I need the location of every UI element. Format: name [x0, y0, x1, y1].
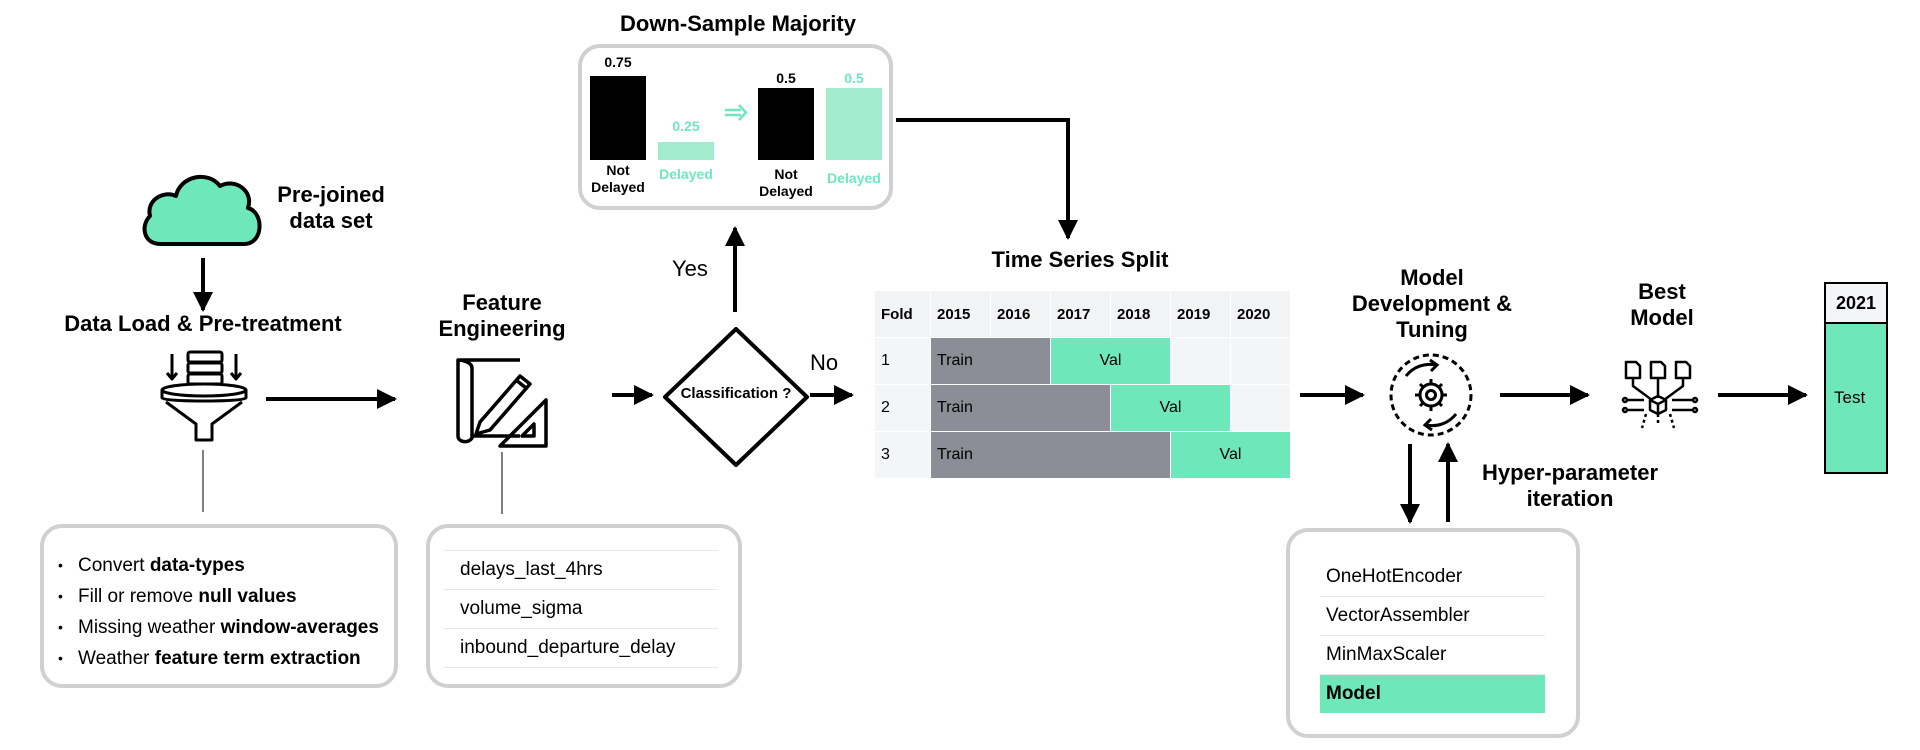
bar-value: 0.25 [672, 118, 700, 134]
load-step: Fill or remove null values [54, 581, 379, 612]
table-header-cell: 2019 [1170, 290, 1231, 338]
timeseries-title: Time Series Split [991, 247, 1169, 272]
bar-label: Delayed [827, 170, 881, 186]
decision-diamond [663, 327, 809, 467]
feature-item: volume_sigma [444, 589, 718, 628]
bar-label: Delayed [659, 166, 713, 182]
bar-value: 0.5 [776, 70, 796, 86]
network-model-icon [1621, 360, 1699, 429]
downsample-bars [590, 76, 882, 160]
best-model-title: Best Model [1630, 279, 1694, 330]
empty-cell [1170, 337, 1231, 385]
table-header-cell: 2017 [1050, 290, 1111, 338]
table-row: 2 Train Val [874, 384, 1291, 432]
load-step: Weather feature term extraction [54, 643, 379, 674]
table-header-cell: 2015 [930, 290, 991, 338]
bar-before-not-delayed [590, 76, 646, 160]
val-segment: Val [1170, 431, 1291, 479]
gear-cycle-icon [1389, 353, 1473, 437]
fold-number: 1 [874, 337, 931, 385]
blueprint-pencil-icon [456, 358, 548, 448]
feature-title: Feature Engineering [438, 290, 566, 341]
table-header-cell: 2016 [990, 290, 1051, 338]
timeseries-table: Fold 2015 2016 2017 2018 2019 2020 1 Tra… [874, 290, 1291, 479]
load-step: Missing weather window-averages [54, 612, 379, 643]
pipeline-stage: VectorAssembler [1320, 596, 1545, 635]
pipeline-stage-model: Model [1320, 674, 1545, 713]
decision-label: Classification ? [680, 385, 792, 402]
pipeline-stage: OneHotEncoder [1326, 566, 1463, 587]
fold-number: 3 [874, 431, 931, 479]
arrow-downsample-to-split [896, 118, 1078, 240]
funnel-database-icon [160, 350, 248, 442]
bar-after-delayed [826, 88, 882, 160]
bar-after-not-delayed [758, 88, 814, 160]
decision-no-label: No [810, 350, 839, 375]
empty-cell [1230, 337, 1291, 385]
test-year: 2021 [1826, 284, 1886, 324]
table-header-row: Fold 2015 2016 2017 2018 2019 2020 [874, 290, 1291, 338]
table-header-cell: Fold [874, 290, 931, 338]
test-label: Test [1834, 388, 1866, 407]
bar-before-delayed [658, 142, 714, 160]
hyper-parameter-label: Hyper-parameter iteration [1481, 460, 1659, 511]
fold-number: 2 [874, 384, 931, 432]
bar-value: 0.75 [604, 54, 632, 70]
train-segment: Train [930, 431, 1171, 479]
pipeline-panel: OneHotEncoder VectorAssembler MinMaxScal… [1286, 528, 1580, 738]
pipeline-stage: MinMaxScaler [1320, 635, 1545, 674]
bar-value: 0.5 [844, 70, 864, 86]
downsample-title: Down-Sample Majority [620, 11, 856, 36]
load-step: Convert data-types [54, 550, 379, 581]
cloud-icon [142, 175, 262, 246]
load-steps-panel: Convert data-types Fill or remove null v… [40, 524, 398, 688]
table-row: 1 Train Val [874, 337, 1291, 385]
train-segment: Train [930, 337, 1051, 385]
bar-label: Not Delayed [759, 166, 813, 199]
table-row: 3 Train Val [874, 431, 1291, 479]
load-title: Data Load & Pre-treatment [64, 311, 342, 336]
model-dev-title: Model Development & Tuning [1351, 265, 1513, 342]
val-segment: Val [1050, 337, 1171, 385]
decision-yes-label: Yes [672, 256, 708, 281]
test-block: 2021 Test [1824, 282, 1888, 474]
arrow-right-icon [725, 104, 748, 121]
val-segment: Val [1110, 384, 1231, 432]
feature-item: delays_last_4hrs [444, 550, 718, 589]
source-title: Pre-joined data set [277, 182, 385, 233]
feature-list-panel: delays_last_4hrs volume_sigma inbound_de… [426, 524, 742, 688]
train-segment: Train [930, 384, 1111, 432]
table-header-cell: 2020 [1230, 290, 1291, 338]
feature-item: inbound_departure_delay [444, 628, 718, 668]
table-header-cell: 2018 [1110, 290, 1171, 338]
bar-label: Not Delayed [591, 162, 645, 195]
empty-cell [1230, 384, 1291, 432]
